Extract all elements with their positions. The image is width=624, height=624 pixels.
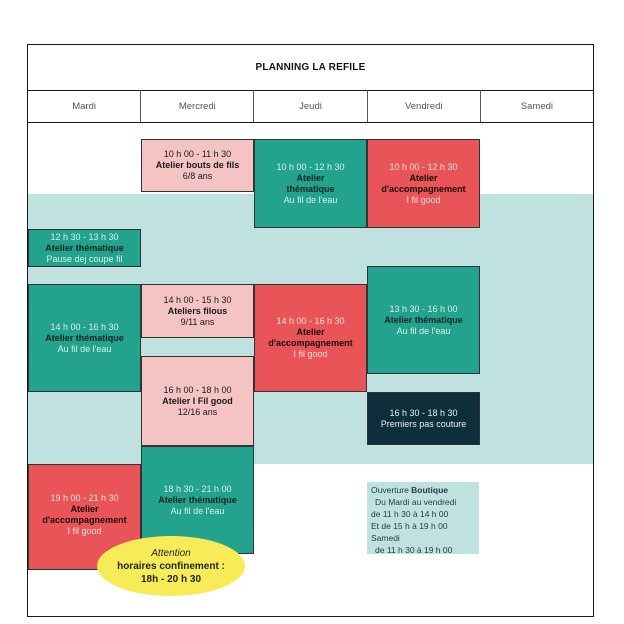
workshop-name: Ateliers filous [167,305,228,316]
workshop-name: Atelier thématique [384,314,463,325]
attention-line-1: horaires confinement : [117,560,225,572]
attention-badge: Attention horaires confinement : 18h - 2… [97,536,245,596]
workshop-time: 10 h 00 - 12 h 30 [389,161,458,172]
day-header-jeudi: Jeudi [254,90,368,122]
workshop-subtitle: Au fil de l'eau [170,505,225,516]
workshop-mercredi-filous[interactable]: 14 h 00 - 15 h 30 Ateliers filous 9/11 a… [141,284,254,338]
boutique-prefix: Ouverture [371,485,412,495]
workshop-subtitle: Au fil de l'eau [396,325,451,336]
boutique-heading: Ouverture Boutique [371,484,475,496]
day-header-mardi: Mardi [28,90,142,122]
day-header-mercredi: Mercredi [141,90,255,122]
workshop-subtitle: 6/8 ans [182,171,213,181]
workshop-jeudi-accompagnement-aprem[interactable]: 14 h 00 - 16 h 30 Atelier d'accompagneme… [254,284,367,392]
workshop-subtitle: Premiers pas couture [380,418,467,429]
workshop-mardi-thematique-aprem[interactable]: 14 h 00 - 16 h 30 Atelier thématique Au … [28,284,141,392]
workshop-subtitle: Au fil de l'eau [283,194,338,205]
workshop-subtitle: I fil good [406,194,441,205]
boutique-hours: Ouverture Boutique Du Mardi au vendredi … [367,482,479,555]
workshop-subtitle: I fil good [67,526,102,536]
workshop-name: Atelier thématique [158,494,237,505]
attention-line-2: 18h - 20 h 30 [140,573,202,585]
boutique-line: Samedi [371,533,400,543]
workshop-name: Atelier d'accompagnement [381,172,466,194]
workshop-time: 16 h 00 - 18 h 00 [163,384,232,395]
workshop-name: Atelier d'accompagnement [268,327,353,348]
workshop-jeudi-thematique-matin[interactable]: 10 h 00 - 12 h 30 Atelier thématique Au … [254,139,367,228]
workshop-mercredi-bouts-de-fils[interactable]: 10 h 00 - 11 h 30 Atelier bouts de fils … [141,139,254,192]
workshop-subtitle: I fil good [293,349,328,359]
workshop-time: 14 h 00 - 15 h 30 [163,294,232,305]
workshop-name: Atelier bouts de fils [155,160,240,170]
workshop-time: 14 h 00 - 16 h 30 [276,316,345,326]
workshop-time: 19 h 00 - 21 h 30 [50,493,119,503]
workshop-name: Atelier thématique [45,242,124,253]
workshop-time: 12 h 30 - 13 h 30 [50,231,119,242]
workshop-vendredi-accompagnement-matin[interactable]: 10 h 00 - 12 h 30 Atelier d'accompagneme… [367,139,480,228]
workshop-name: Atelier thématique [45,332,124,343]
workshop-name: Atelier thématique [286,172,335,194]
workshop-time: 13 h 30 - 16 h 00 [389,303,458,314]
workshop-name: Atelier d'accompagnement [42,504,127,525]
workshop-time: 10 h 00 - 12 h 30 [276,161,345,172]
workshop-name: Atelier I Fil good [162,395,233,406]
boutique-line: de 11 h 30 à 14 h 00 [371,509,449,519]
workshop-subtitle: Pause dej coupe fil [46,253,123,264]
workshop-vendredi-thematique-aprem[interactable]: 13 h 30 - 16 h 00 Atelier thématique Au … [367,266,480,374]
workshop-time: 16 h 30 - 18 h 30 [389,407,458,418]
workshop-vendredi-premiers-pas[interactable]: 16 h 30 - 18 h 30 Premiers pas couture [367,392,480,445]
boutique-line: Du Mardi au vendredi [375,497,457,507]
workshop-mardi-pause-dej[interactable]: 12 h 30 - 13 h 30 Atelier thématique Pau… [28,229,141,267]
attention-label: Attention [151,547,191,559]
boutique-line: de 11 h 30 à 19 h 00 [375,545,453,555]
workshop-mercredi-i-fil-good[interactable]: 16 h 00 - 18 h 00 Atelier I Fil good 12/… [141,356,254,446]
workshop-subtitle: 9/11 ans [180,316,215,327]
page-title: PLANNING LA REFILE [28,45,593,91]
boutique-title: Boutique [411,485,448,495]
day-header-samedi: Samedi [520,100,554,112]
boutique-line: Et de 15 h à 19 h 00 [371,521,448,531]
workshop-time: 18 h 30 - 21 h 00 [163,483,232,494]
workshop-subtitle: Au fil de l'eau [57,343,112,354]
workshop-subtitle: 12/16 ans [177,406,218,417]
days-header: Mardi Mercredi Jeudi Vendredi Samedi [28,90,593,123]
workshop-time: 10 h 00 - 11 h 30 [163,149,232,159]
workshop-time: 14 h 00 - 16 h 30 [50,321,119,332]
day-header-vendredi: Vendredi [368,90,481,122]
